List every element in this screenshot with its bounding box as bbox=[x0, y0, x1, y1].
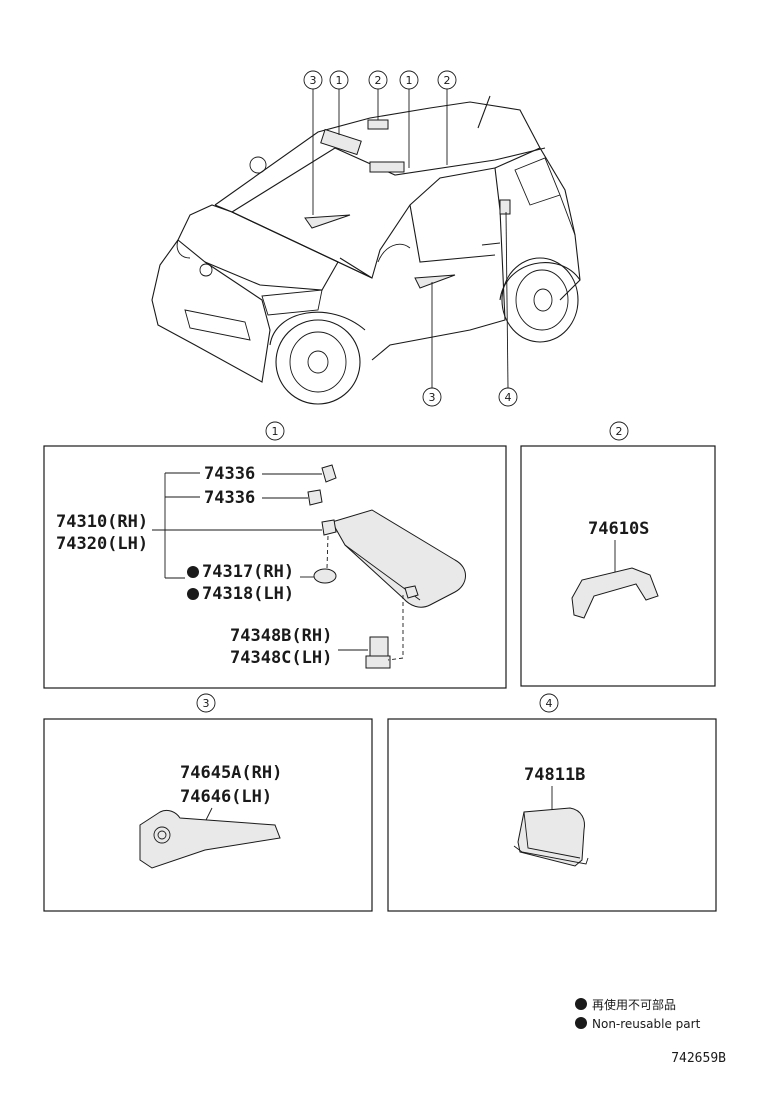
panel-3: 3 74645A(RH) 74646(LH) bbox=[43, 693, 373, 912]
panel-2: 2 74610S bbox=[520, 421, 716, 687]
clip-a bbox=[321, 464, 337, 483]
part-74336-b: 74336 bbox=[204, 488, 255, 508]
svg-text:2: 2 bbox=[375, 74, 382, 87]
callout-top-5: 2 bbox=[437, 70, 457, 165]
clip-74348b bbox=[369, 636, 389, 658]
legend-en: Non-reusable part bbox=[592, 1017, 701, 1031]
part-74310-rh: 74310(RH) bbox=[56, 512, 148, 532]
non-reusable-dot bbox=[187, 588, 199, 600]
clip-b bbox=[307, 489, 323, 506]
car-illustration bbox=[151, 95, 581, 405]
panel-4: 4 74811B bbox=[387, 693, 717, 912]
part-74610s: 74610S bbox=[588, 519, 649, 539]
svg-text:3: 3 bbox=[429, 391, 436, 404]
callout-top-2: 1 bbox=[329, 70, 349, 135]
callout-top-3: 2 bbox=[368, 70, 388, 120]
panel-4-label: 4 bbox=[546, 697, 553, 710]
door-trim-cover bbox=[139, 809, 281, 869]
panel-1: 1 74336 74336 74310(RH) 74320(LH) 74317(… bbox=[43, 421, 507, 689]
part-74318-lh: 74318(LH) bbox=[202, 584, 294, 604]
part-74336-a: 74336 bbox=[204, 464, 255, 484]
legend-dot-jp bbox=[575, 998, 587, 1010]
panel-2-label: 2 bbox=[616, 425, 623, 438]
callout-top-4: 1 bbox=[399, 70, 419, 168]
assist-grip bbox=[571, 567, 659, 619]
part-74348c-lh: 74348C(LH) bbox=[230, 648, 332, 668]
overview-callouts: 3 1 2 1 2 3 4 bbox=[303, 70, 518, 407]
legend: 再使用不可部品 Non-reusable part bbox=[575, 997, 701, 1031]
visor-pivot bbox=[321, 519, 337, 536]
part-74320-lh: 74320(LH) bbox=[56, 534, 148, 554]
part-74811b: 74811B bbox=[524, 765, 585, 785]
callout-bottom-2: 4 bbox=[498, 211, 518, 407]
holder-74317 bbox=[313, 568, 337, 584]
callout-top-1: 3 bbox=[303, 70, 323, 215]
part-74645a-rh: 74645A(RH) bbox=[180, 763, 282, 783]
panel-1-label: 1 bbox=[272, 425, 279, 438]
svg-text:2: 2 bbox=[444, 74, 451, 87]
svg-text:4: 4 bbox=[505, 391, 512, 404]
svg-text:3: 3 bbox=[310, 74, 317, 87]
part-74348b-rh: 74348B(RH) bbox=[230, 626, 332, 646]
svg-text:1: 1 bbox=[406, 74, 413, 87]
light-cover bbox=[517, 807, 585, 867]
legend-dot-en bbox=[575, 1017, 587, 1029]
panel-3-label: 3 bbox=[203, 697, 210, 710]
svg-text:1: 1 bbox=[336, 74, 343, 87]
part-74646-lh: 74646(LH) bbox=[180, 787, 272, 807]
legend-jp: 再使用不可部品 bbox=[592, 997, 676, 1012]
callout-bottom-1: 3 bbox=[422, 282, 442, 407]
non-reusable-dot bbox=[187, 566, 199, 578]
clip-74348c bbox=[365, 655, 391, 669]
drawing-code: 742659B bbox=[671, 1051, 726, 1066]
sun-visor bbox=[331, 509, 466, 608]
part-74317-rh: 74317(RH) bbox=[202, 562, 294, 582]
